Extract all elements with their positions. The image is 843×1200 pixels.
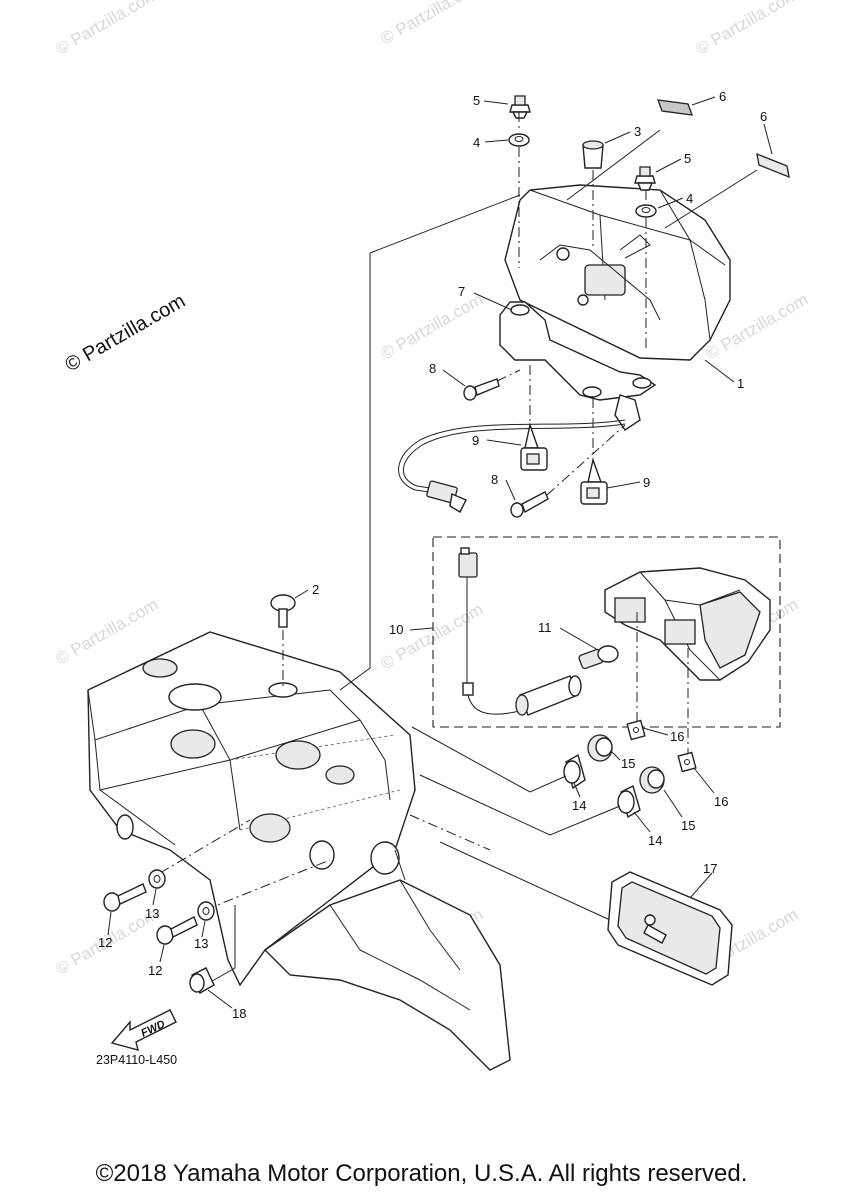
collar-15b [639, 766, 665, 794]
callout-15: 15 [621, 756, 635, 771]
watermark: © Partzilla.com [53, 595, 162, 669]
watermark-large: © Partzilla.com [62, 290, 190, 376]
callout-leaders [107, 96, 773, 1009]
grommet-14b [617, 784, 641, 819]
callout-1: 1 [737, 376, 744, 391]
nut-16b [677, 751, 697, 773]
clip-5b [634, 166, 656, 191]
rear-fender-frame [87, 631, 511, 1071]
callout-13: 13 [145, 906, 159, 921]
assembly-lines-lower [159, 612, 689, 985]
callout-12: 12 [98, 935, 112, 950]
license-light-box [432, 536, 781, 728]
washer-4b [635, 204, 657, 218]
callout-9: 9 [643, 475, 650, 490]
clip-9b [580, 457, 608, 505]
bracket [499, 301, 657, 431]
watermark: © Partzilla.com [693, 0, 802, 58]
washer-13b [197, 901, 215, 921]
callout-18: 18 [232, 1006, 246, 1021]
callout-4: 4 [686, 191, 693, 206]
nut-16a [626, 719, 646, 741]
screw-2 [270, 594, 296, 628]
callout-10: 10 [389, 622, 403, 637]
callout-8: 8 [491, 472, 498, 487]
license-light-socket [458, 547, 582, 716]
tail-light-harness [398, 419, 626, 513]
clip-9a [520, 422, 548, 471]
bolt-12a [103, 883, 147, 912]
callout-17: 17 [703, 861, 717, 876]
license-plate-mount-17 [607, 871, 733, 986]
washer-4a [508, 133, 530, 147]
callout-15: 15 [681, 818, 695, 833]
watermark: © Partzilla.com [53, 0, 162, 58]
callout-6: 6 [719, 89, 726, 104]
pad-6b [756, 152, 790, 179]
callout-14: 14 [648, 833, 662, 848]
collar-15a [587, 734, 613, 762]
callout-12: 12 [148, 963, 162, 978]
watermark: © Partzilla.com [378, 290, 487, 364]
nut-18 [189, 967, 215, 994]
callout-3: 3 [634, 124, 641, 139]
forward-arrow: FWD [110, 1009, 177, 1051]
callout-5: 5 [684, 151, 691, 166]
grommet-3 [582, 140, 604, 169]
pad-6a [657, 99, 693, 116]
tail-light-unit [504, 184, 731, 361]
diagram-code: 23P4110-L450 [96, 1053, 177, 1067]
callout-7: 7 [458, 284, 465, 299]
callout-2: 2 [312, 582, 319, 597]
license-light-cover [604, 567, 771, 681]
callout-16: 16 [714, 794, 728, 809]
grommet-14a [563, 753, 586, 790]
callout-4: 4 [473, 135, 480, 150]
screw-8b [510, 491, 549, 518]
callout-5: 5 [473, 93, 480, 108]
callout-11: 11 [538, 620, 552, 635]
bulb-11 [578, 645, 619, 670]
callout-6: 6 [760, 109, 767, 124]
callout-9: 9 [472, 433, 479, 448]
watermark: © Partzilla.com [378, 0, 487, 48]
assembly-lines-upper [282, 112, 758, 691]
screw-8a [463, 378, 500, 401]
callout-numbers: 5 4 3 6 6 5 4 7 8 1 9 8 9 2 10 11 16 15 … [98, 89, 767, 1021]
callout-14: 14 [572, 798, 586, 813]
clip-5a [509, 95, 531, 119]
bolt-12b [156, 916, 198, 945]
copyright-notice: ©2018 Yamaha Motor Corporation, U.S.A. A… [95, 1160, 748, 1187]
fwd-label: FWD [139, 1018, 167, 1039]
washer-13a [148, 869, 166, 889]
callout-13: 13 [194, 936, 208, 951]
callout-8: 8 [429, 361, 436, 376]
callout-16: 16 [670, 729, 684, 744]
